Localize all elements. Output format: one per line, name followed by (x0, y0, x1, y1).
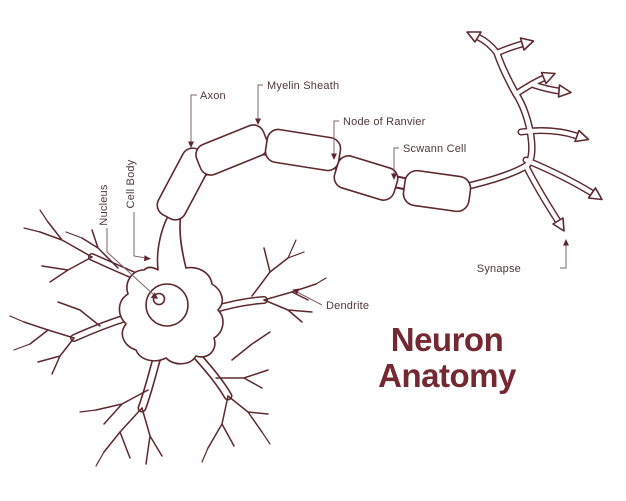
dendrite-branches-right (251, 239, 327, 323)
dendrite-branches-left (9, 301, 101, 375)
connector-myelin-sheath (257, 84, 263, 120)
myelin-sheath-segments (156, 124, 472, 221)
arrowhead (563, 239, 569, 246)
label-dendrite: Dendrite (326, 300, 369, 312)
arrowhead (255, 118, 261, 125)
arrowhead (331, 153, 337, 160)
label-cell-body: Cell Body (125, 159, 137, 208)
diagram-title-line2: Anatomy (378, 357, 516, 394)
connector-axon (190, 94, 197, 143)
axon (156, 31, 603, 232)
arrowhead (144, 255, 151, 262)
connector-cell-body (133, 212, 147, 259)
dendrite-branches-upper-left (23, 209, 119, 283)
label-axon: Axon (200, 90, 226, 102)
dendrite-branches-bottom-right (201, 331, 271, 463)
label-synapse: Synapse (477, 263, 521, 275)
connector-schwann-cell (393, 147, 399, 175)
nucleus-outline (145, 283, 189, 327)
synaptic-terminals (466, 31, 603, 232)
diagram-title: Neuron Anatomy (372, 322, 522, 394)
connector-node-of-ranvier (333, 120, 339, 155)
label-nucleus: Nucleus (98, 184, 110, 225)
axon-terminal-branches (456, 33, 596, 225)
connector-dendrite (296, 291, 323, 306)
arrowhead (188, 141, 194, 148)
arrowhead (292, 288, 300, 295)
arrowhead (150, 292, 158, 299)
arrowhead (391, 173, 397, 180)
dendrite-branches-bottom-left (79, 389, 163, 467)
callouts (106, 84, 569, 306)
label-node-of-ranvier: Node of Ranvier (343, 116, 426, 128)
diagram-title-line1: Neuron (390, 321, 504, 358)
nucleus (145, 283, 189, 327)
connector-synapse (560, 244, 567, 269)
connector-nucleus (106, 228, 155, 296)
label-myelin-sheath: Myelin Sheath (267, 80, 339, 92)
label-schwann-cell: Scwann Cell (403, 143, 466, 155)
